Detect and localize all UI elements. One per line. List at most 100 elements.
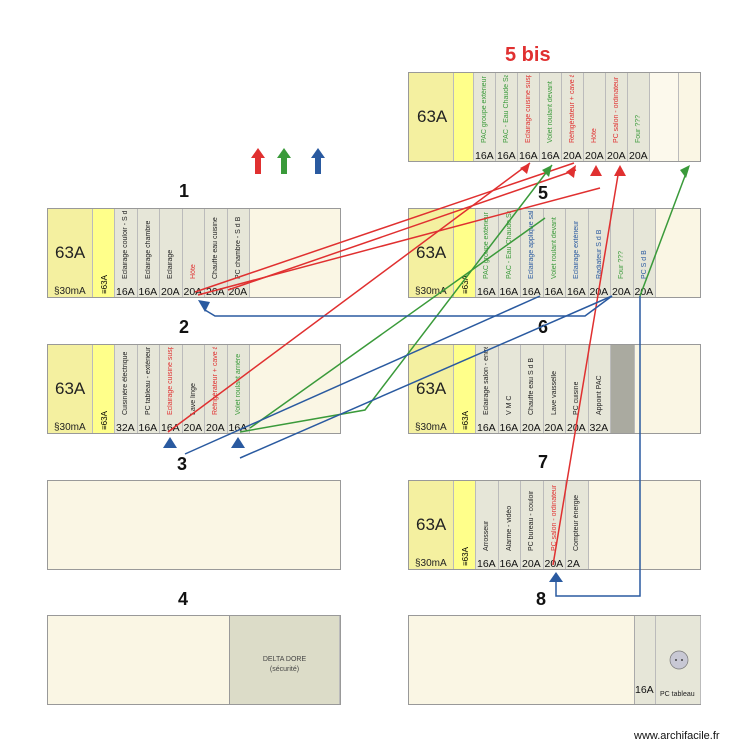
breaker <box>474 73 496 161</box>
breaker-label: Chauffe eau S d B <box>528 357 536 415</box>
delta-dore-subtitle: (sécurité) <box>269 666 300 673</box>
green-arrow-icon <box>542 165 552 177</box>
red-arrow-icon <box>520 163 530 174</box>
breaker-amp: 16A <box>497 150 516 162</box>
breaker-label: PAC - Eau Chaude Sanit. <box>503 75 510 143</box>
breaker-label: Réfrigérateur + cave à vin <box>212 347 220 415</box>
blue-arrow-icon <box>198 300 210 312</box>
diff-label: §30mA <box>415 286 447 297</box>
main-breaker-label: 63A <box>416 379 447 398</box>
panel-number-1: 1 <box>179 181 190 201</box>
breaker-amp: 20A <box>544 422 564 434</box>
breaker-amp: 16A <box>138 286 158 298</box>
rail-8: 16A PC tableau <box>408 615 701 705</box>
panel-number-3: 3 <box>177 454 188 474</box>
breaker-label: Réfrigérateur + cave à vin <box>569 75 576 143</box>
breaker-amp: 20A <box>206 286 225 298</box>
main-breaker-label: 63A <box>417 107 448 126</box>
green-arrow-icon <box>277 148 291 174</box>
breaker-label: Eclairage cuisine suspente table <box>525 75 532 143</box>
diff-rating: ≡63A <box>461 411 470 430</box>
breaker-amp: 20A <box>585 150 604 162</box>
pc-tableau-label: PC tableau <box>660 691 695 698</box>
breaker <box>498 345 521 433</box>
breaker-amp: 20A <box>522 422 541 434</box>
red-arrow-icon <box>614 165 626 176</box>
breaker-amp: 20A <box>563 150 582 162</box>
breaker-amp: 16A <box>522 286 541 298</box>
breaker <box>634 616 656 704</box>
wire-blue <box>204 295 613 317</box>
breaker <box>584 73 606 161</box>
main-breaker <box>48 345 93 433</box>
breaker-label: Eclairage applique salon <box>528 211 536 279</box>
breaker-amp: 20A <box>161 286 180 298</box>
breaker-amp: 16A <box>475 150 494 162</box>
breaker-label: PC salon - ordinateur <box>613 76 620 143</box>
breaker-label: Four ??? <box>618 250 626 279</box>
breaker-amp: 20A <box>206 422 225 434</box>
red-arrow-icon <box>251 148 265 174</box>
breaker-label: Volet roulant arrière <box>234 353 242 415</box>
breaker-amp: 20A <box>589 286 609 298</box>
differential-module <box>454 481 476 569</box>
breaker-amp: 20A <box>544 558 564 570</box>
main-breaker-label: 63A <box>416 243 447 262</box>
breaker-amp: 2A <box>567 558 580 570</box>
breaker-label: PC salon - ordinateur <box>550 484 558 551</box>
panel-number-5: 5 <box>538 183 549 203</box>
breaker-label: PC tableau - extérieur <box>144 347 152 415</box>
main-breaker <box>409 481 454 569</box>
breaker-amp: 16A <box>544 286 564 298</box>
legend-arrows <box>251 148 325 174</box>
red-arrow-icon <box>566 165 576 178</box>
diff-label: §30mA <box>54 422 86 433</box>
breaker-label: Lave linge <box>189 383 197 415</box>
breaker <box>540 73 562 161</box>
breaker-label: Lave vaisselle <box>550 371 558 415</box>
diff-label: §30mA <box>54 286 86 297</box>
breaker-label: Compteur énergie <box>573 494 581 551</box>
delta-dore-module <box>229 616 340 704</box>
breaker <box>182 209 205 297</box>
breaker-amp: 16A <box>567 286 586 298</box>
breaker-label: Hôte <box>189 264 197 279</box>
breaker-amp: 16A <box>228 422 248 434</box>
breaker-amp: 16A <box>116 286 135 298</box>
breaker-label: V M C <box>505 395 513 415</box>
footer-watermark: www.archifacile.fr <box>634 730 720 742</box>
breaker-amp: 32A <box>589 422 609 434</box>
diff-rating: ≡63A <box>100 411 109 430</box>
rail-3 <box>47 480 341 570</box>
breaker-label: Eclairage <box>167 249 175 279</box>
breaker-amp: 16A <box>499 286 519 298</box>
breaker-label: Chauffe eau cuisine <box>212 217 220 279</box>
breaker-amp: 16A <box>477 558 496 570</box>
breaker-amp: 32A <box>116 422 135 434</box>
main-breaker <box>48 209 93 297</box>
differential-module <box>454 73 474 161</box>
red-arrow-icon <box>590 165 602 176</box>
breaker <box>137 209 160 297</box>
rail-4: DELTA DORE (sécurité) <box>47 615 341 705</box>
diff-rating: ≡63A <box>100 275 109 294</box>
breaker-amp: 16A <box>138 422 158 434</box>
breaker <box>115 209 138 297</box>
breaker-label: PC chambre - S d B <box>234 216 242 279</box>
diff-rating: ≡63A <box>461 275 470 294</box>
breaker-amp: 16A <box>477 286 496 298</box>
breaker-amp: 20A <box>634 286 654 298</box>
breaker-label: PC S d B <box>640 250 648 279</box>
breaker-label: Eclairage cuisine suspente table <box>167 347 175 415</box>
breaker-label: Eclairage couloir - S d B <box>122 211 130 279</box>
breaker <box>476 481 499 569</box>
breaker-label: Eclairage extérieur <box>573 220 581 279</box>
differential-module <box>93 209 115 297</box>
rail-1: 63A §30mA ≡63A Eclairage couloir - S d B… <box>47 208 341 298</box>
blue-arrow-icon <box>311 148 325 174</box>
panel-number-6: 6 <box>538 317 549 337</box>
